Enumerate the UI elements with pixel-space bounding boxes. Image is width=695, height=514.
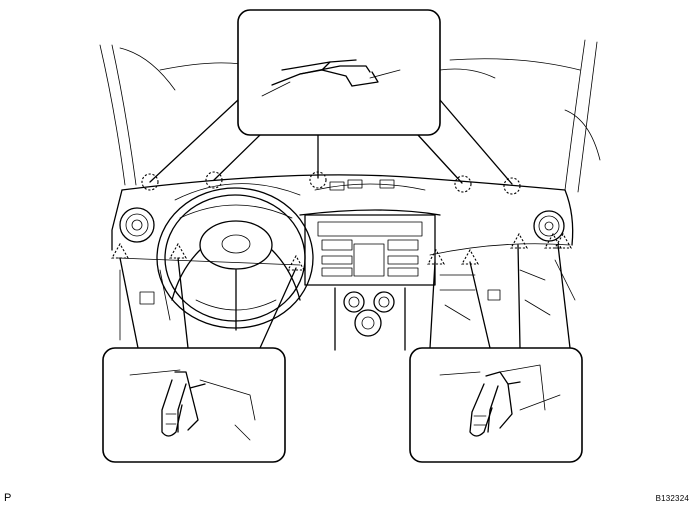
steering-wheel [156,187,314,331]
round-clip-marker [309,171,327,189]
triangle-clip-marker [427,248,445,265]
triangle-clip-marker [287,254,305,271]
top-detail-box [237,9,441,136]
round-clip-marker [454,175,472,193]
round-clip-marker [503,177,521,195]
triangle-clip-marker [510,232,528,249]
lower-left-detail-box [102,347,286,463]
round-clip-marker [205,171,223,189]
triangle-clip-marker [461,248,479,265]
round-clip-markers [141,171,521,195]
page-letter-label: P [4,492,12,504]
lower-right-detail-box [409,347,583,463]
left-air-vent [119,207,155,243]
triangle-clip-markers [111,232,572,271]
round-clip-marker [141,173,159,191]
center-console [304,179,436,351]
vehicle-interior-scene [99,39,601,351]
triangle-clip-marker [554,232,572,249]
triangle-clip-marker [111,242,129,259]
triangle-clip-marker [169,242,187,259]
glove-box-area [439,259,576,321]
triangle-clip-marker [544,232,562,249]
left-lower-trim [119,269,171,341]
right-air-vent [533,210,565,242]
figure-code-label: B132324 [655,494,689,503]
callout-leaders [119,99,571,349]
